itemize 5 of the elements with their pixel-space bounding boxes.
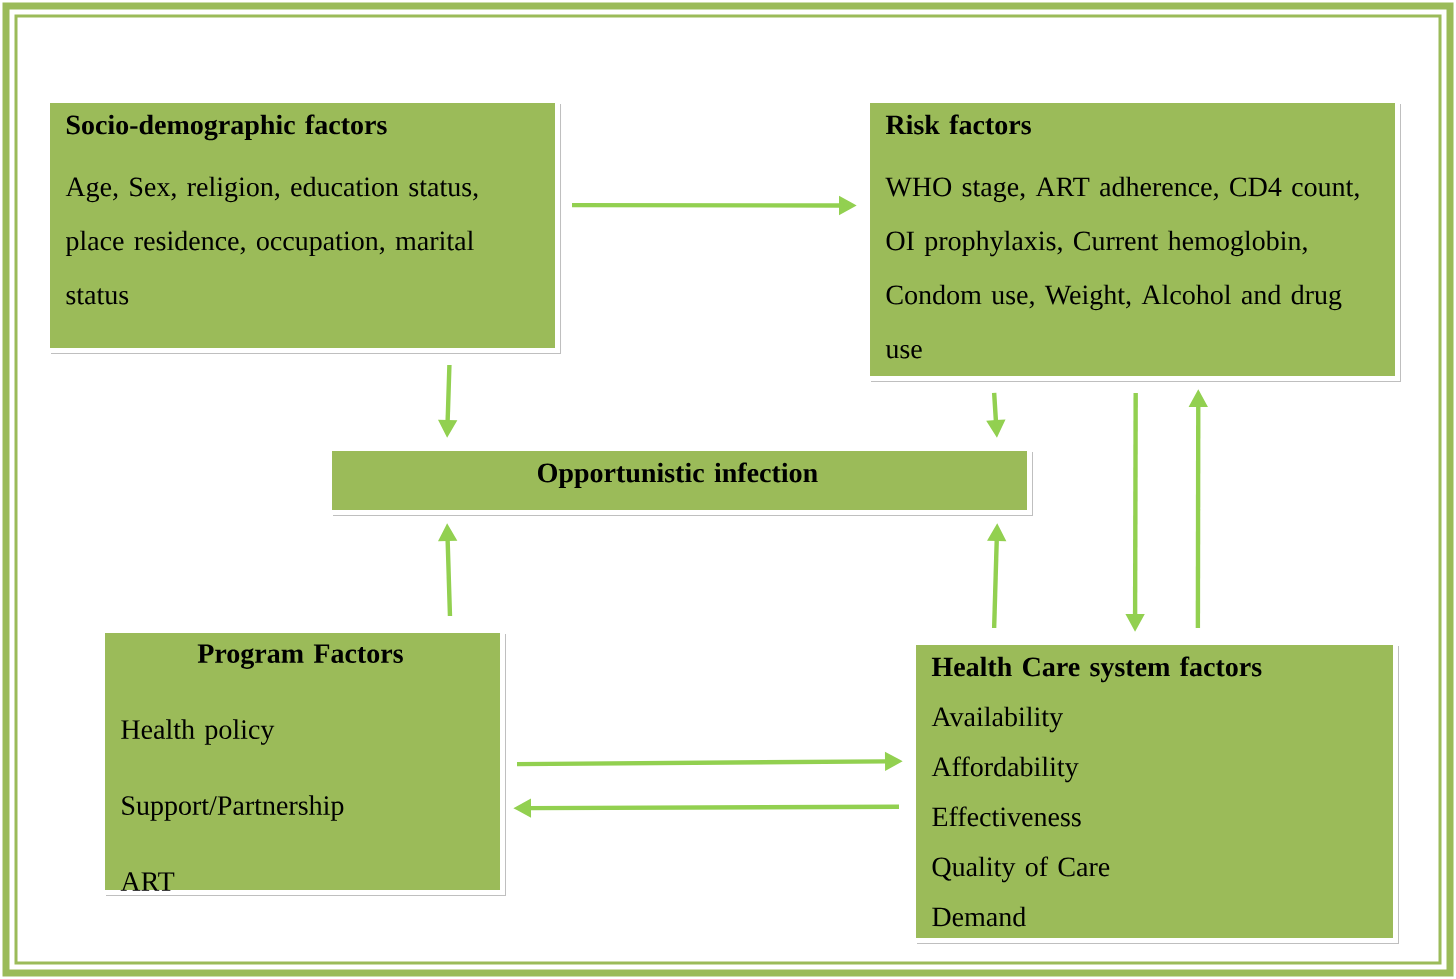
factor-box: Risk factors WHO stage, ART adherence, CD4 count, OI prophylaxis, Current hemoglobin, Condom use, Weight, Alcohol and drug use	[865, 98, 1401, 382]
factor-box: Socio-demographic factors Age, Sex, religion, education status, place residence, occupation, marital status	[45, 98, 561, 354]
factor-box: Program Factors Health policy Support/Partnership ART	[100, 628, 506, 896]
factor-box: Health Care system factors Availability Affordability Effectiveness Quality of Care Demand	[911, 640, 1399, 944]
factor-box: Opportunistic infection	[327, 446, 1033, 516]
